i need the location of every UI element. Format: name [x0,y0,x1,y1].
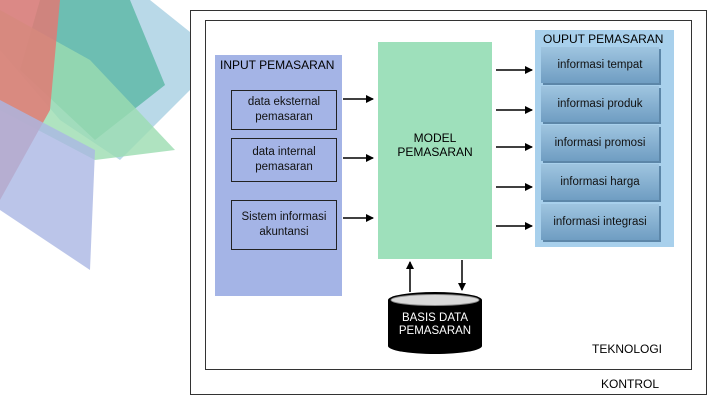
input-title: INPUT PEMASARAN [220,58,335,72]
input-data-eksternal: data eksternal pemasaran [231,90,337,130]
input-data-internal: data internal pemasaran [231,138,337,182]
decorative-background [0,0,200,270]
output-informasi-harga: informasi harga [541,164,659,200]
kontrol-label: KONTROL [601,377,660,391]
output-title: OUPUT PEMASARAN [543,32,664,46]
deco-shape-blue [0,100,95,270]
database-label: BASIS DATA PEMASARAN [398,312,472,337]
database-cylinder-icon [388,292,482,354]
teknologi-label: TEKNOLOGI [592,342,663,356]
output-informasi-produk: informasi produk [541,86,659,122]
output-informasi-tempat: informasi tempat [541,47,659,83]
output-informasi-integrasi: informasi integrasi [541,204,659,240]
model-pemasaran: MODEL PEMASARAN [378,42,492,259]
technology-frame [205,20,692,370]
input-sistem-informasi-akuntansi: Sistem informasi akuntansi [231,200,337,250]
output-informasi-promosi: informasi promosi [541,125,659,161]
model-label: MODEL PEMASARAN [397,131,473,159]
